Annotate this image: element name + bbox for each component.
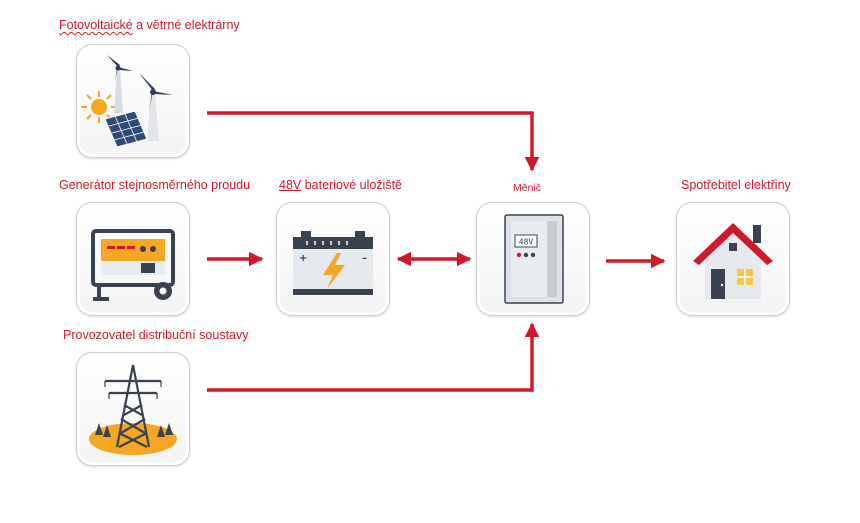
inverter-display-text: 48V — [519, 238, 534, 247]
generator-icon — [91, 229, 175, 301]
consumer-node — [676, 202, 790, 316]
renewables-label-main: Fotovoltaické — [59, 18, 133, 32]
battery-label-voltage: 48V — [279, 178, 302, 192]
power-pylon-icon — [89, 364, 177, 455]
arrow-renewables-to-inverter — [207, 111, 540, 172]
inverter-icon: 48V — [504, 214, 564, 304]
renewables-node — [76, 44, 190, 158]
generator-label: Generátor stejnosměrného proudu — [59, 178, 251, 192]
consumer-label: Spotřebitel elektřiny — [681, 178, 791, 192]
svg-text:+: + — [299, 253, 307, 264]
battery-icon: + – — [293, 231, 373, 295]
renewables-label-rest: a větrné elektrárny — [132, 18, 240, 32]
solar-wind-icon — [81, 55, 173, 148]
house-icon — [693, 223, 773, 299]
grid-node — [76, 352, 190, 466]
battery-node: + – — [276, 202, 390, 316]
grid-label: Provozovatel distribuční soustavy — [63, 328, 249, 342]
renewables-label: Fotovoltaické a větrné elektrárny — [59, 18, 240, 32]
generator-node — [76, 202, 190, 316]
battery-label: 48V bateriové uložiště — [279, 178, 402, 192]
battery-label-rest: bateriové uložiště — [301, 178, 403, 192]
inverter-label: Měnič — [513, 182, 542, 194]
arrow-grid-to-inverter — [207, 322, 540, 392]
inverter-node: 48V — [476, 202, 590, 316]
svg-text:–: – — [362, 253, 367, 264]
